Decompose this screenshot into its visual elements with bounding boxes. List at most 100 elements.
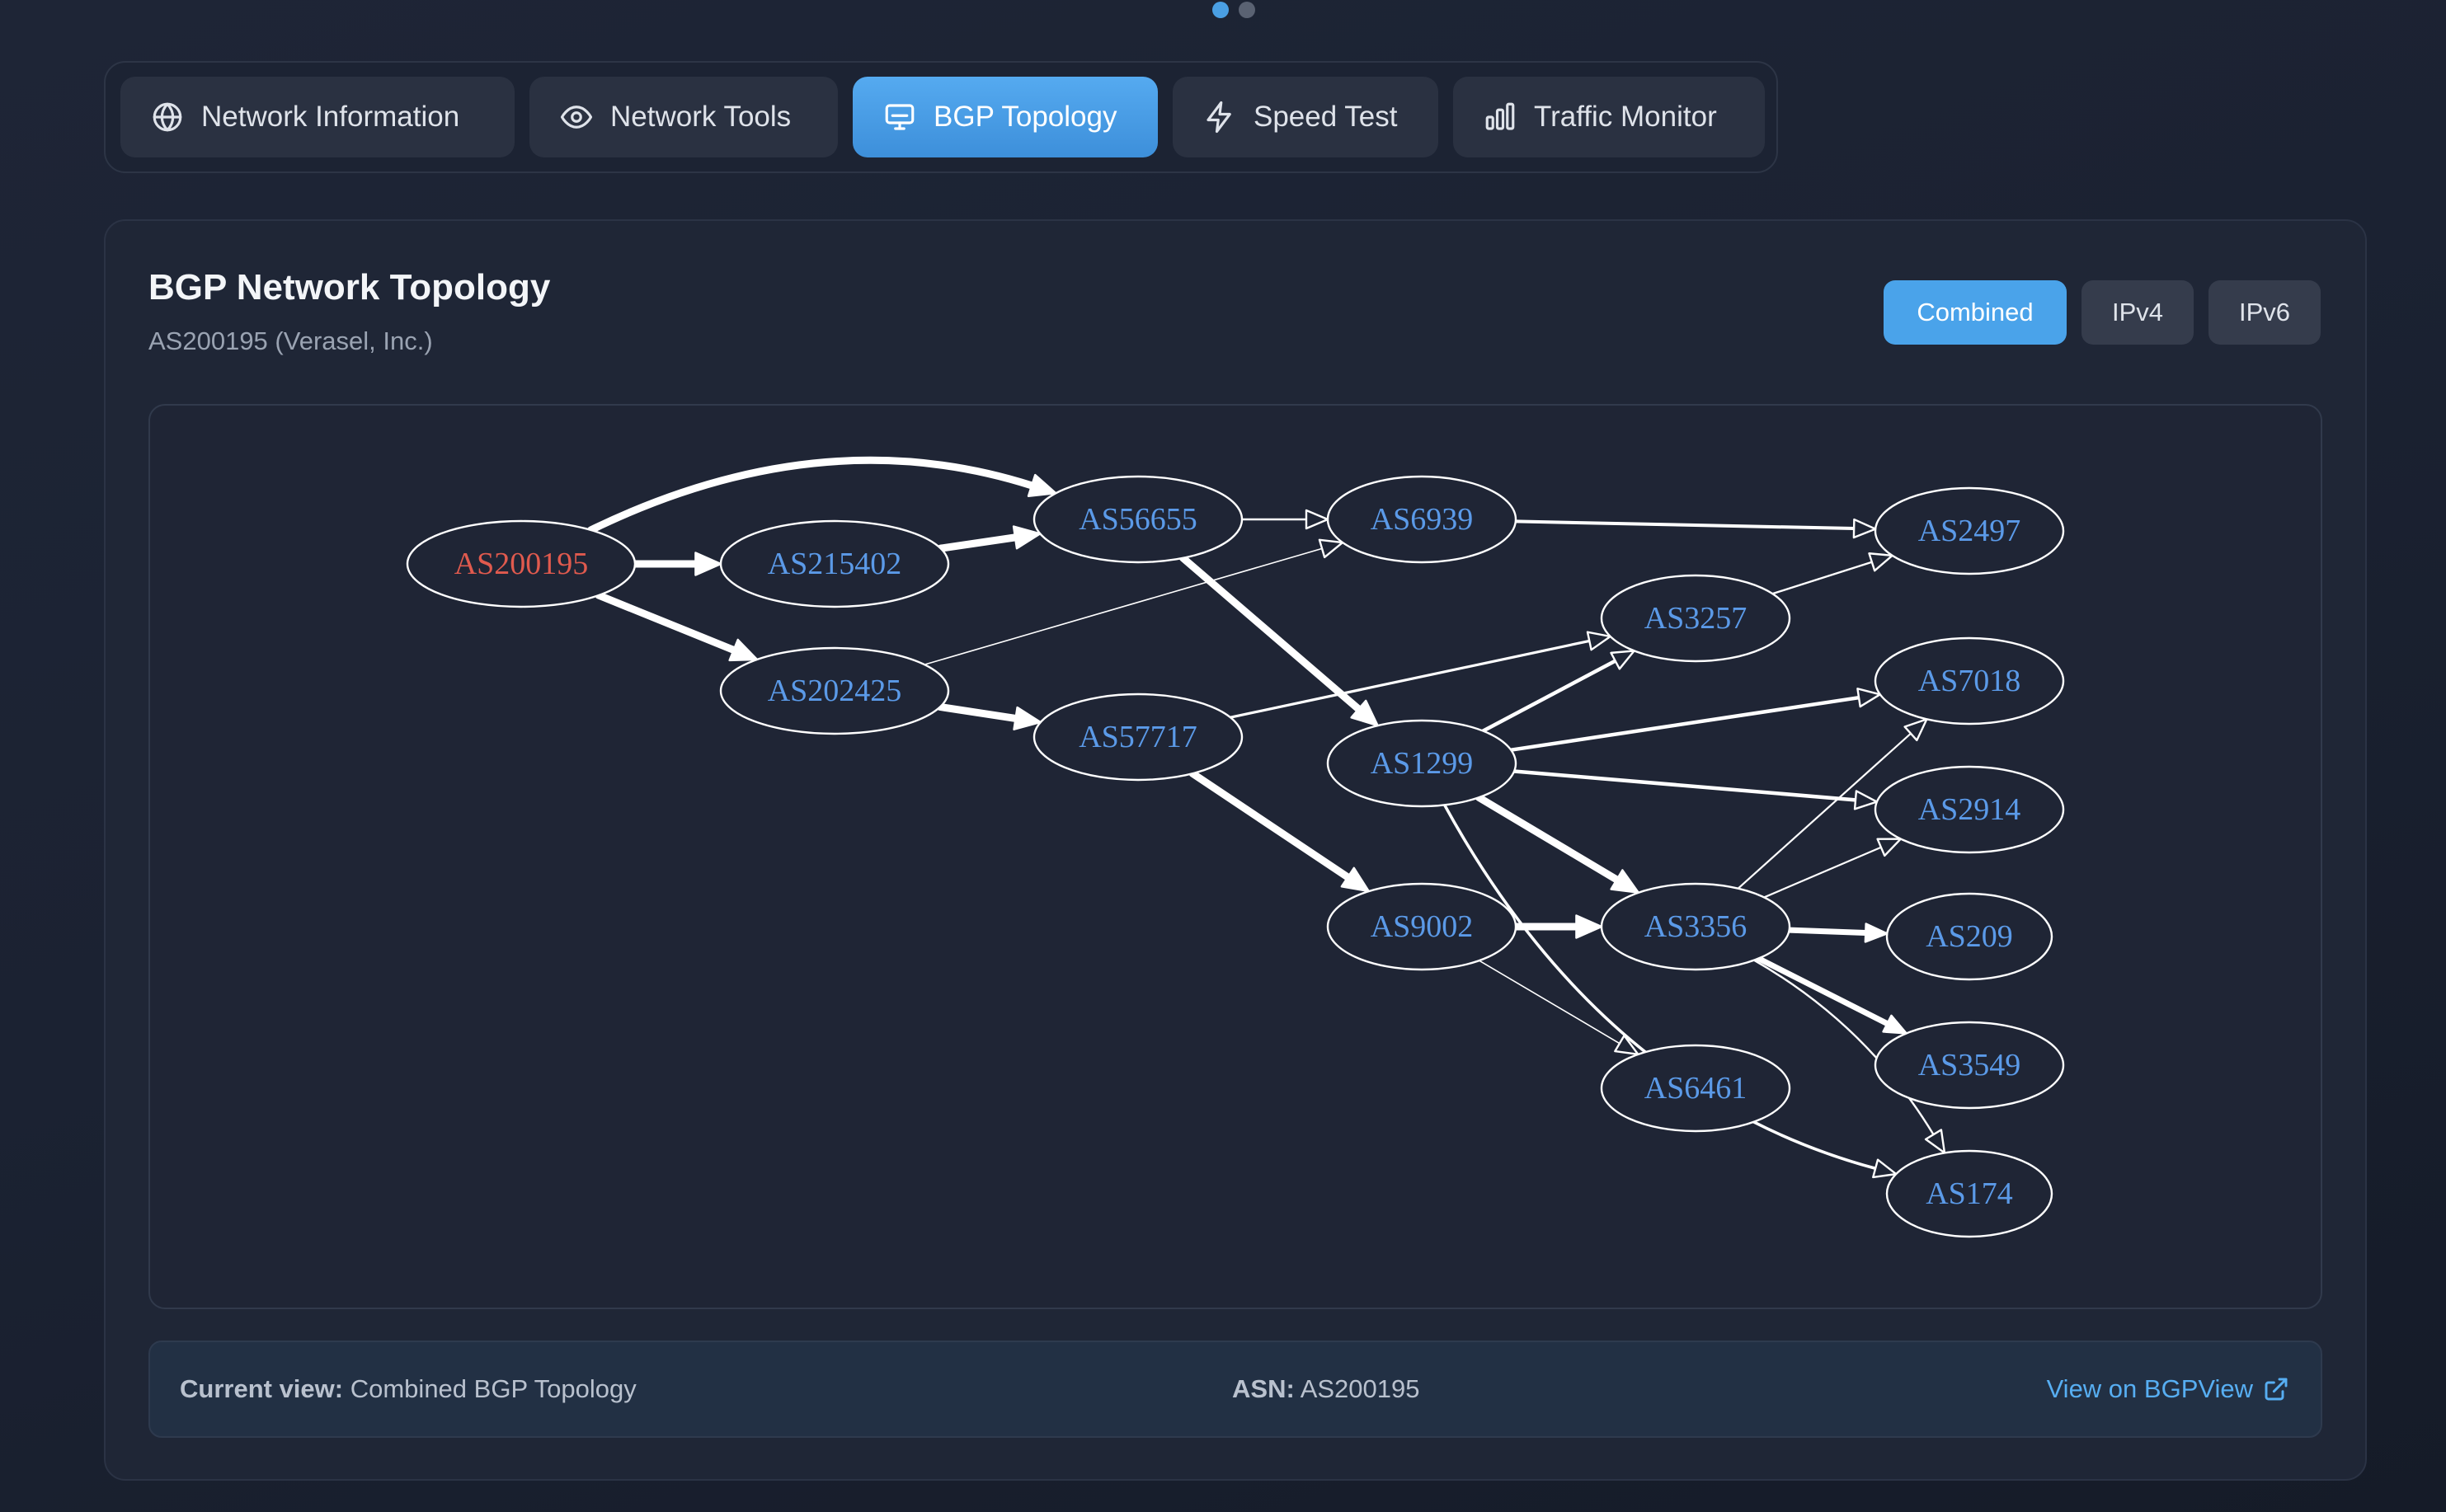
tab-network-information[interactable]: Network Information [120, 77, 515, 157]
edge-arrowhead [1586, 631, 1611, 651]
node-ellipse [1600, 574, 1791, 663]
node-label: AS9002 [1371, 909, 1474, 944]
lightning-icon [1207, 101, 1231, 134]
edge-arrowhead [1853, 790, 1879, 810]
asn-label: ASN: [1232, 1374, 1295, 1403]
edge-arrowhead [1012, 525, 1042, 550]
node-label: AS174 [1926, 1176, 2013, 1211]
node-label: AS3257 [1644, 601, 1747, 636]
as-node-as7018[interactable]: AS7018 [1874, 636, 2065, 725]
node-label: AS3549 [1918, 1048, 2021, 1082]
tab-network-tools[interactable]: Network Tools [529, 77, 838, 157]
node-label: AS2497 [1918, 514, 2021, 548]
edge-as202425-as57717 [936, 702, 1020, 722]
tab-label: Network Information [201, 101, 460, 133]
edge-as1299-as7018 [1509, 695, 1861, 752]
node-ellipse [1326, 882, 1517, 971]
as-node-as202425[interactable]: AS202425 [719, 646, 950, 735]
link-label: View on BGPView [2046, 1374, 2253, 1403]
view-toggle: Combined IPv4 IPv6 [1884, 280, 2321, 345]
view-on-bgpview-link[interactable]: View on BGPView [2047, 1374, 2289, 1404]
card-title: BGP Network Topology [148, 267, 551, 308]
edge-as3356-as3549 [1755, 956, 1890, 1027]
eye-icon [560, 106, 593, 129]
node-ellipse [1032, 693, 1244, 782]
node-ellipse [1874, 486, 2065, 575]
edge-as56655-as1299 [1178, 554, 1362, 713]
edge-arrowhead [1903, 718, 1928, 742]
view-ipv6-button[interactable]: IPv6 [2208, 280, 2321, 345]
edge-as6939-as2497 [1513, 519, 1856, 531]
tab-label: BGP Topology [934, 101, 1117, 133]
node-ellipse [1600, 1044, 1791, 1133]
edge-arrowhead [1852, 518, 1877, 539]
edge-arrowhead [1868, 552, 1893, 572]
as-node-as174[interactable]: AS174 [1885, 1149, 2053, 1238]
as-node-as9002[interactable]: AS9002 [1326, 882, 1517, 971]
node-ellipse [1874, 636, 2065, 725]
node-label: AS56655 [1079, 502, 1197, 537]
carousel-dot-2[interactable] [1239, 2, 1255, 18]
edge-arrowhead [1318, 538, 1344, 559]
edge-arrowhead [1350, 699, 1379, 727]
tab-label: Network Tools [610, 101, 792, 133]
node-ellipse [1874, 765, 2065, 854]
as-node-as57717[interactable]: AS57717 [1032, 693, 1244, 782]
asn-value: AS200195 [1300, 1374, 1420, 1403]
edge-arrowhead [1864, 923, 1889, 943]
tab-bgp-topology[interactable]: BGP Topology [853, 77, 1158, 157]
node-ellipse [1885, 1149, 2053, 1238]
tab-speed-test[interactable]: Speed Test [1173, 77, 1438, 157]
bgp-topology-card: BGP Network Topology AS200195 (Verasel, … [104, 219, 2367, 1481]
as-node-as6939[interactable]: AS6939 [1326, 475, 1517, 564]
asn-info: ASN: AS200195 [1232, 1374, 1420, 1404]
status-footer: Current view: Combined BGP Topology ASN:… [148, 1341, 2322, 1438]
edge-as200195-as202425 [595, 591, 738, 654]
edge-as1299-as3257 [1481, 659, 1617, 733]
edge-as202425-as6939 [924, 547, 1323, 665]
edge-arrowhead [1924, 1129, 1946, 1154]
edge-as57717-as9002 [1188, 769, 1352, 881]
as-node-as56655[interactable]: AS56655 [1032, 475, 1244, 564]
node-label: AS209 [1926, 919, 2013, 954]
external-link-icon [2265, 1378, 2288, 1401]
as-node-as3257[interactable]: AS3257 [1600, 574, 1791, 663]
edge-arrowhead [1340, 866, 1370, 893]
node-ellipse [719, 646, 950, 735]
carousel-dots [1212, 2, 1255, 18]
as-node-as2914[interactable]: AS2914 [1874, 765, 2065, 854]
carousel-dot-1[interactable] [1212, 2, 1229, 18]
node-ellipse [1600, 882, 1791, 971]
node-ellipse [1326, 475, 1517, 564]
as-node-as1299[interactable]: AS1299 [1326, 719, 1517, 808]
as-node-as200195[interactable]: AS200195 [406, 519, 637, 608]
globe-icon [153, 102, 182, 132]
as-node-as6461[interactable]: AS6461 [1600, 1044, 1791, 1133]
edge-arrowhead [728, 638, 759, 662]
node-label: AS3356 [1644, 909, 1747, 944]
current-view-info: Current view: Combined BGP Topology [180, 1374, 637, 1404]
edge-as3356-as174 [1752, 959, 1935, 1136]
edge-arrowhead [1876, 838, 1903, 857]
tab-label: Speed Test [1254, 101, 1398, 133]
edge-arrowhead [1305, 509, 1329, 530]
view-ipv4-button[interactable]: IPv4 [2081, 280, 2194, 345]
tab-traffic-monitor[interactable]: Traffic Monitor [1453, 77, 1765, 157]
edge-arrowhead [1856, 688, 1881, 708]
as-node-as2497[interactable]: AS2497 [1874, 486, 2065, 575]
as-node-as3356[interactable]: AS3356 [1600, 882, 1791, 971]
edge-as200195-as56655 [587, 456, 1036, 534]
as-node-as3549[interactable]: AS3549 [1874, 1021, 2065, 1110]
edge-arrowhead [1027, 473, 1057, 497]
as-node-as209[interactable]: AS209 [1885, 892, 2053, 981]
edge-as9002-as6461 [1478, 960, 1620, 1045]
node-ellipse [1885, 892, 2053, 981]
view-combined-button[interactable]: Combined [1884, 280, 2067, 345]
as-node-as215402[interactable]: AS215402 [719, 519, 950, 608]
node-label: AS215402 [768, 547, 902, 581]
card-subtitle: AS200195 (Verasel, Inc.) [148, 326, 433, 355]
edge-as3356-as7018 [1737, 732, 1912, 890]
edge-arrowhead [1013, 706, 1042, 730]
